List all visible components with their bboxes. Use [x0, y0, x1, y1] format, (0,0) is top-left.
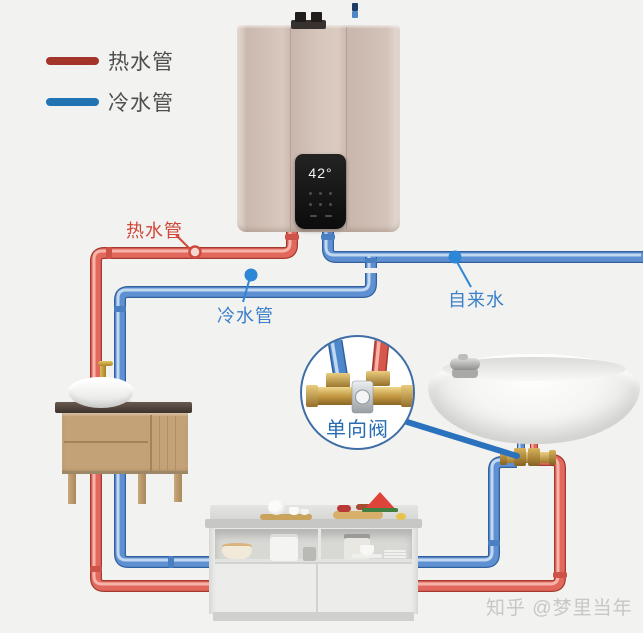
heater-vent [291, 20, 326, 29]
teapot [268, 500, 285, 515]
vanity-countertop [55, 402, 192, 413]
shelf-glass-pot [344, 534, 370, 539]
shelf-bowl [222, 546, 252, 559]
legend-label: 冷水管 [108, 92, 174, 115]
heater-panel-seam [290, 27, 291, 230]
island-drawer-groove [215, 562, 412, 564]
heater-vent-stub [295, 12, 306, 22]
vanity-faucet-icon [100, 364, 106, 380]
vanity-door-groove [150, 415, 152, 471]
island-shelf-divider [318, 529, 321, 561]
basin-faucet-icon [458, 354, 468, 360]
vanity-door-slat [175, 416, 176, 470]
display-buttons-row [295, 215, 346, 217]
watermelon-rind [362, 508, 398, 512]
blue-marker-icon [352, 3, 358, 11]
blue-marker-icon [352, 11, 358, 18]
shelf-plates [384, 550, 406, 559]
island-kickboard [213, 612, 414, 621]
cup [300, 509, 309, 515]
legend-label: 热水管 [108, 51, 174, 74]
wooden-tray [260, 514, 312, 520]
vanity-leg [174, 474, 182, 502]
check-valve-illustration [306, 339, 413, 414]
cutting-board [333, 511, 383, 519]
lemon [396, 513, 406, 520]
tap-water-leader-line [456, 261, 472, 288]
heater-display: 42° [295, 154, 346, 229]
callout-line [401, 418, 520, 459]
inset-brass-nut [306, 385, 318, 407]
cold-pipe-label: 冷水管 [217, 306, 274, 326]
island-shelf-board [215, 559, 412, 563]
vanity-door-slat [159, 416, 160, 470]
inset-valve-knob [355, 389, 370, 405]
berries [337, 505, 351, 512]
legend: 热水管 冷水管 [46, 46, 174, 128]
cup [289, 507, 299, 515]
inset-brass-fitting [326, 373, 350, 388]
tap-water-label: 自来水 [448, 290, 505, 310]
cold-pipe-marker-dot [244, 268, 258, 282]
check-valve-label: 单向阀 [326, 419, 389, 441]
hot-pipe-label: 热水管 [126, 221, 183, 241]
vanity-drawer-groove [64, 441, 148, 443]
inset-brass-nut [401, 385, 413, 407]
cold-water-pipe [114, 222, 643, 568]
hot-pipe-swatch [46, 57, 99, 65]
display-icons-row [295, 192, 346, 195]
basin-faucet-icon [450, 358, 480, 370]
hot-pipe-marker-ring [188, 245, 202, 259]
heater-vent-stub [311, 12, 322, 22]
watermark: 知乎 @梦里当年 [486, 598, 633, 619]
basin-faucet-icon [452, 368, 478, 378]
cold-pipe-leader-line [242, 280, 250, 303]
vanity-leg [68, 474, 76, 504]
vanity-leg [138, 474, 146, 504]
hot-pipe-leader-line [175, 234, 190, 249]
vanity-door-slat [167, 416, 168, 470]
pipe-couplings [90, 234, 567, 578]
vessel-sink [68, 377, 134, 408]
shelf-saucer [352, 554, 382, 558]
tap-water-marker-dot [448, 250, 462, 264]
heater-panel-seam [346, 27, 347, 230]
shelf-jar [303, 547, 316, 561]
shelf-teacup [360, 545, 374, 555]
check-valve-inset: 单向阀 [300, 335, 415, 450]
vanity-faucet-icon [98, 361, 113, 366]
vanity-body [62, 413, 188, 473]
display-icons-row [295, 203, 346, 206]
cold-pipe-swatch [46, 98, 99, 106]
island-drawer-groove [316, 564, 318, 612]
legend-item-cold: 冷水管 [46, 87, 174, 117]
legend-item-hot: 热水管 [46, 46, 174, 76]
island-countertop-edge [205, 519, 422, 528]
heater-temperature: 42° [308, 165, 333, 181]
vanity-base [62, 471, 188, 474]
shelf-pot [270, 534, 298, 561]
